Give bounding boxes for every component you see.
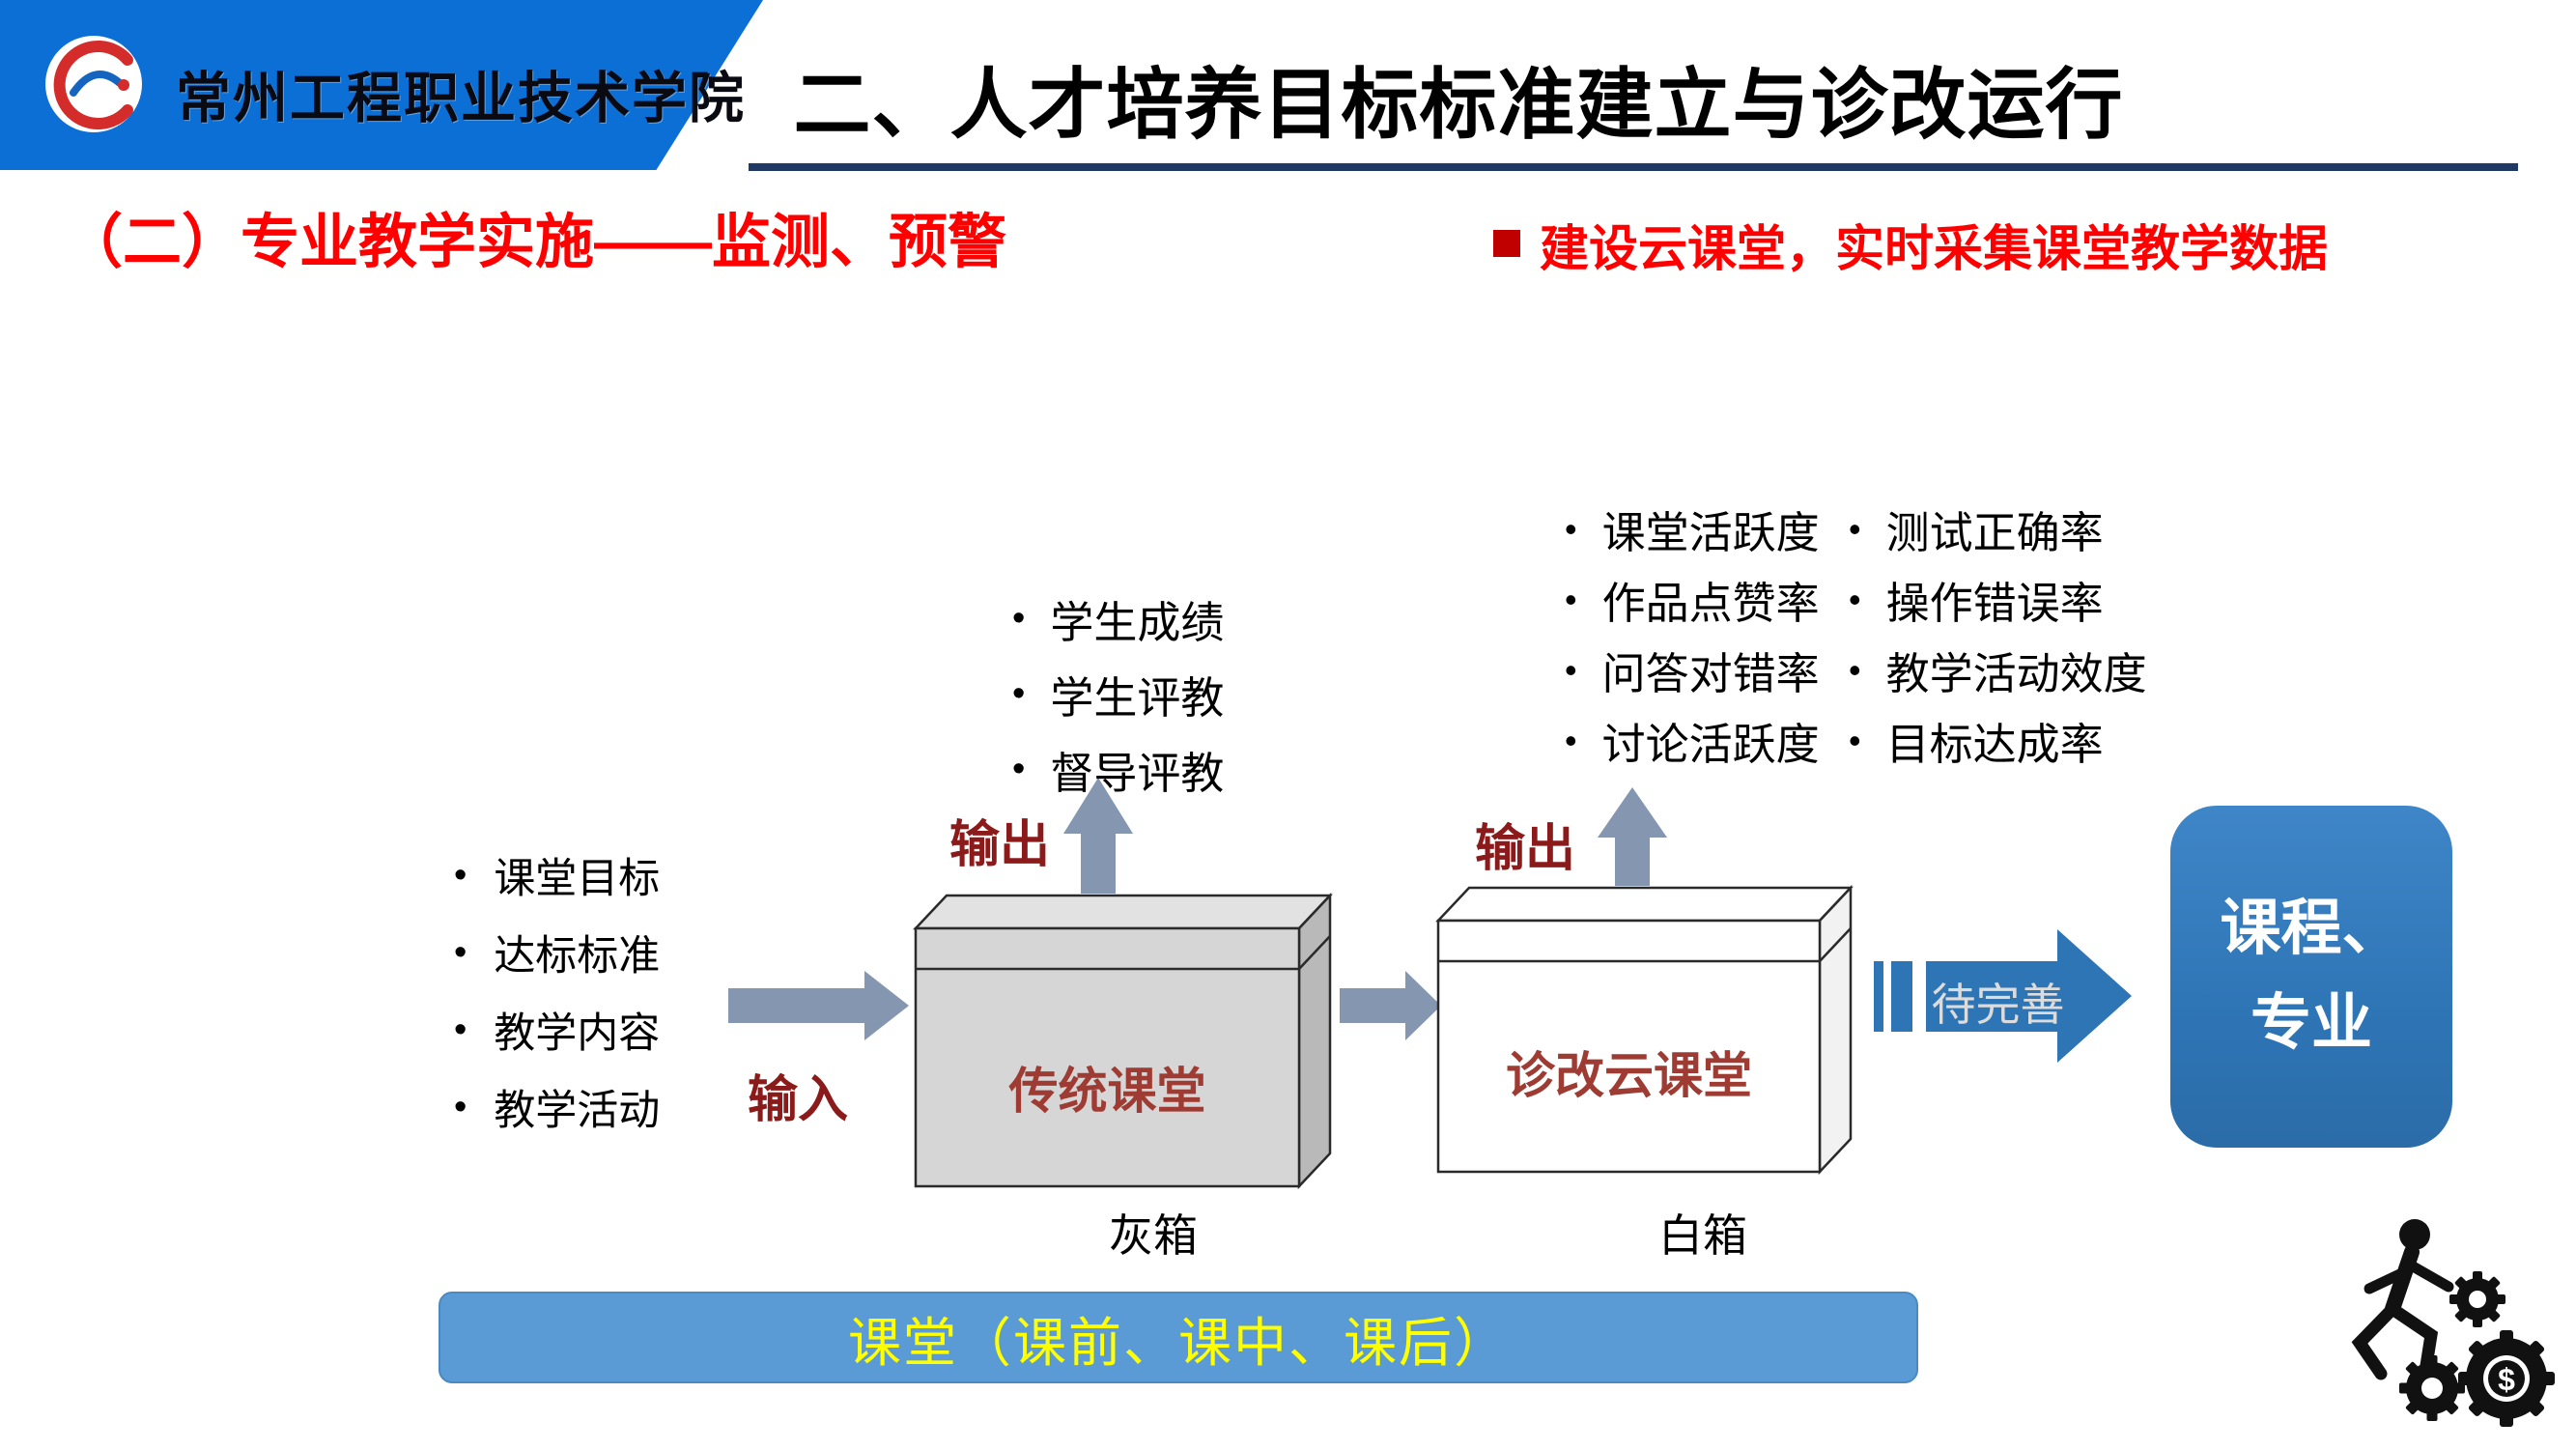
bullet-dot-icon [1012,598,1025,640]
list-item-label: 目标达成率 [1885,720,2104,769]
input-list: 课堂目标 达标标准 教学内容 教学活动 [454,837,660,1146]
list-item-label: 教学活动 [494,1088,661,1134]
institution-name: 常州工程职业技术学院 [176,66,746,130]
bullet-dot-icon [1849,650,1861,691]
bullet-dot-icon [1012,749,1025,790]
runner-gears-icon: $ [2351,1219,2555,1427]
bullet-dot-icon [1849,509,1861,550]
list-item-label: 作品点赞率 [1601,579,1820,628]
list-item: 目标达成率 [1849,705,2147,776]
list-item: 课堂活跃度 [1565,494,1820,564]
list-item: 作品点赞率 [1565,564,1820,635]
classroom-phase-bar: 课堂（课前、课中、课后） [439,1292,1918,1383]
white-box-caption: 白箱 [1658,1210,1747,1261]
white-box-output-arrow-icon [1598,787,1667,886]
cloud-box-label: 诊改云课堂 [1505,1048,1752,1103]
list-item-label: 测试正确率 [1885,508,2104,557]
list-item-label: 课堂目标 [494,856,661,902]
title-underline [749,163,2518,171]
between-boxes-arrow-icon [1340,971,1441,1040]
traditional-output-list: 学生成绩 学生评教 督导评教 [1012,581,1224,807]
cloud-output-list-col1: 课堂活跃度 作品点赞率 问答对错率 讨论活跃度 [1565,494,1820,776]
list-item: 课堂目标 [454,837,660,914]
square-bullet-icon [1493,230,1520,257]
list-item: 教学活动效度 [1849,635,2147,705]
bullet-dot-icon [1565,580,1577,620]
classroom-phase-label: 课堂（课前、课中、课后） [847,1312,1509,1373]
bullet-dot-icon [1565,509,1577,550]
target-course-major-box: 课程、 专业 [2170,806,2452,1148]
school-logo-icon [45,36,142,132]
list-item-label: 教学内容 [494,1010,661,1057]
output-label-traditional: 输出 [949,817,1051,873]
input-arrow-icon [728,971,909,1040]
list-item-label: 学生评教 [1050,672,1225,723]
cloud-output-list-col2: 测试正确率 操作错误率 教学活动效度 目标达成率 [1849,494,2147,776]
gear-small-icon [2449,1271,2505,1327]
bullet-dot-icon [454,1009,467,1051]
bullet-dot-icon [1565,650,1577,691]
bullet-dot-icon [454,1087,467,1128]
list-item: 问答对错率 [1565,635,1820,705]
list-item: 学生评教 [1012,656,1224,731]
input-label: 输入 [748,1072,849,1128]
list-item-label: 教学活动效度 [1885,649,2147,698]
bullet-dot-icon [1012,673,1025,715]
list-item-label: 达标标准 [494,933,661,980]
target-line2: 专业 [2250,989,2372,1057]
dollar-gear-icon: $ [2458,1330,2555,1427]
page-title: 二、人才培养目标标准建立与诊改运行 [793,62,2124,148]
list-item-label: 操作错误率 [1885,579,2104,628]
list-item-label: 讨论活跃度 [1601,720,1820,769]
list-item-label: 学生成绩 [1050,597,1225,647]
traditional-classroom-box [913,892,1333,1190]
pending-arrow-label: 待完善 [1931,979,2065,1031]
cloud-classroom-box [1435,884,1854,1176]
list-item-label: 督导评教 [1050,748,1225,798]
list-item: 教学内容 [454,991,660,1068]
list-item: 测试正确率 [1849,494,2147,564]
bullet-dot-icon [1565,721,1577,761]
bullet-dot-icon [454,932,467,974]
list-item: 讨论活跃度 [1565,705,1820,776]
dollar-sign: $ [2498,1362,2515,1397]
bullet-dot-icon [1849,580,1861,620]
list-item: 操作错误率 [1849,564,2147,635]
traditional-box-label: 传统课堂 [1008,1064,1206,1119]
bullet-dot-icon [454,855,467,896]
output-label-cloud: 输出 [1475,821,1576,877]
list-item: 学生成绩 [1012,581,1224,656]
gray-box-caption: 灰箱 [1109,1210,1198,1261]
gear-medium-icon [2399,1355,2465,1421]
list-item: 达标标准 [454,914,660,991]
note-text: 建设云课堂，实时采集课堂教学数据 [1540,221,2329,276]
target-line1: 课程、 [2220,895,2403,963]
section-heading: （二）专业教学实施——监测、预警 [64,209,1007,274]
list-item-label: 问答对错率 [1601,649,1820,698]
list-item: 教学活动 [454,1068,660,1146]
list-item-label: 课堂活跃度 [1601,508,1820,557]
bullet-dot-icon [1849,721,1861,761]
list-item: 督导评教 [1012,731,1224,807]
